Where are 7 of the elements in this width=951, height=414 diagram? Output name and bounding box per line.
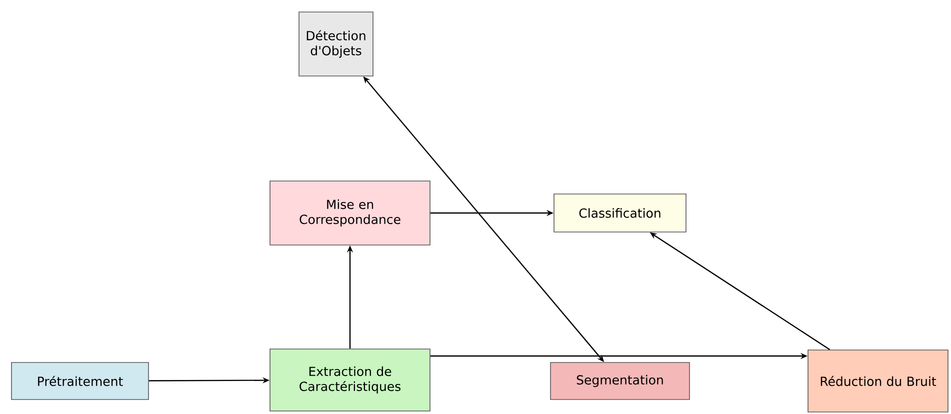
process-box: Détection d'Objets (298, 12, 374, 76)
process-box: Extraction de Caractéristiques (270, 348, 430, 412)
process-box: Réduction du Bruit (808, 350, 948, 412)
process-box: Mise en Correspondance (270, 180, 430, 246)
process-box: Classification (554, 194, 686, 232)
process-box: Segmentation (550, 362, 690, 400)
process-box: Prétraitement (11, 362, 149, 400)
